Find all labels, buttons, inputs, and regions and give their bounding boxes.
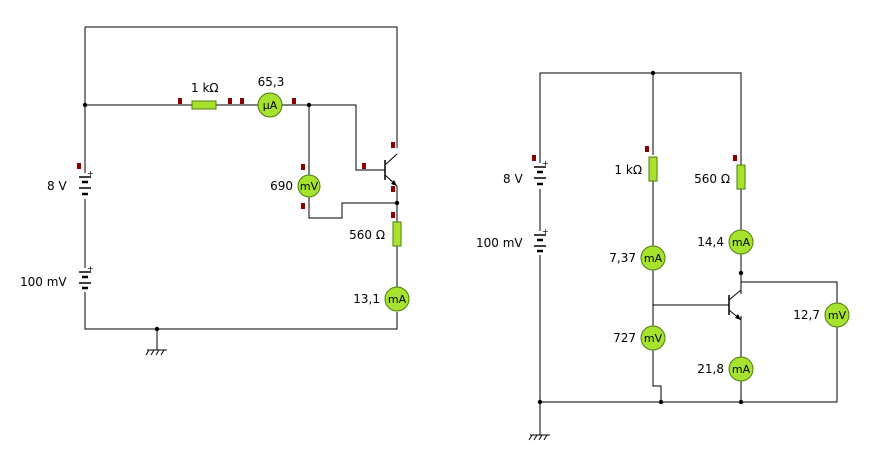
resistor-560[interactable] [392,221,402,247]
svg-text:+: + [542,227,549,236]
battery-100mv-label: 100 mV [476,236,523,250]
resistor-1k-label: 1 kΩ [191,81,219,95]
meter-ce-voltage[interactable]: mV [824,302,850,328]
meter-base-current-value: 7,37 [609,251,636,265]
circuit-left: + 8 V + 100 mV 1 kΩ µA 65,3 mV [20,26,410,356]
meter-unit: mA [644,252,663,265]
meter-ce-voltage-value: 12,7 [793,308,820,322]
svg-text:+: + [542,159,549,168]
battery-8v[interactable]: + [532,155,549,189]
wires-right [539,72,838,435]
meter-unit: mV [644,332,663,345]
battery-8v[interactable]: + [77,163,94,199]
junctions-left [82,102,400,332]
meter-unit: mV [300,180,319,193]
meter-emitter-current[interactable]: mA [384,286,410,312]
meter-base-current-value: 65,3 [258,75,285,89]
transistor-right[interactable] [728,289,742,321]
wires-left [84,26,398,350]
resistor-560[interactable] [733,155,746,190]
meter-unit: mA [732,363,751,376]
meter-collector-current-value: 14,4 [697,235,724,249]
ground-symbol [528,434,550,441]
resistor-1k-label: 1 kΩ [614,163,642,177]
circuit-right: + 8 V + 100 mV 1 kΩ 560 Ω mA 7,37 [476,70,850,441]
meter-unit: µA [263,99,278,112]
meter-emitter-current-value: 13,1 [353,292,380,306]
meter-collector-current[interactable]: mA [728,229,754,255]
meter-unit: mV [828,309,847,322]
meter-emitter-current[interactable]: mA [728,356,754,382]
meter-emitter-current-value: 21,8 [697,362,724,376]
resistor-1k[interactable] [645,146,658,182]
resistor-560-label: 560 Ω [694,172,730,186]
battery-100mv-label: 100 mV [20,275,67,289]
battery-100mv[interactable]: + [534,227,549,255]
transistor-left[interactable] [362,142,398,218]
meter-base-voltage-value: 690 [270,179,293,193]
resistor-560-label: 560 Ω [349,228,385,242]
junctions-right [537,70,744,405]
battery-8v-label: 8 V [47,179,67,193]
ground-symbol [145,349,167,356]
meter-unit: mA [732,236,751,249]
meter-base-current[interactable]: µA [257,92,296,118]
battery-8v-label: 8 V [503,172,523,186]
meter-base-voltage[interactable]: mV [640,325,666,351]
meter-base-voltage-value: 727 [613,331,636,345]
svg-text:+: + [87,264,94,273]
svg-text:+: + [87,169,94,178]
meter-unit: mA [388,293,407,306]
meter-base-voltage[interactable]: mV [297,164,321,209]
battery-100mv[interactable]: + [79,264,94,292]
resistor-1k[interactable] [178,98,244,110]
meter-base-current[interactable]: mA [640,245,666,271]
